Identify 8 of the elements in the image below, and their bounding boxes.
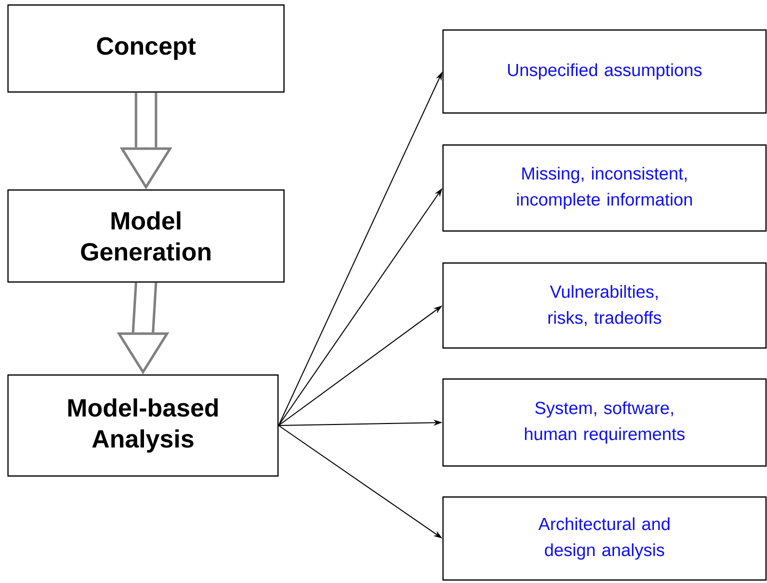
outcome-box: Architectural and design analysis [442,496,767,581]
process-box: Concept [7,4,285,93]
outcome-box: Vulnerabilties, risks, tradeoffs [442,262,767,349]
process-box: Model Generation [7,189,285,283]
outcome-box: System, software, human requirements [442,378,767,467]
outcome-box: Missing, inconsistent, incomplete information [442,144,767,232]
outcome-box: Unspecified assumptions [442,29,767,114]
process-box: Model-based Analysis [7,374,279,477]
